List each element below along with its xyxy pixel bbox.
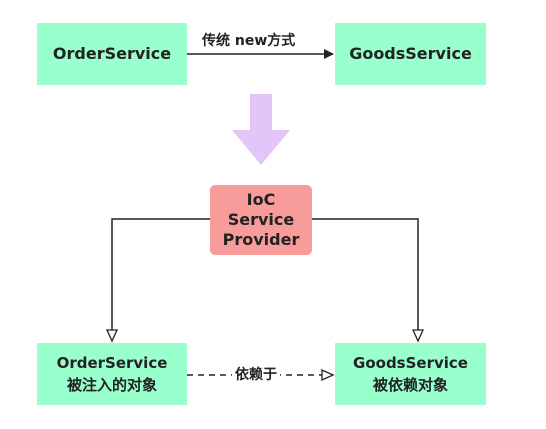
- ioc-line-1: IoC: [246, 190, 276, 209]
- goods-service-label: GoodsService: [349, 44, 472, 63]
- depends-on-label: 依赖于: [232, 366, 280, 384]
- container-to-goods-arrowhead: [411, 329, 425, 343]
- order-service-injected-box: OrderService 被注入的对象: [37, 343, 187, 405]
- container-to-order-line: [111, 218, 210, 332]
- order-service-box: OrderService: [37, 23, 187, 85]
- goods-service-dependency-title: GoodsService: [353, 354, 468, 372]
- container-to-order-arrowhead: [105, 329, 119, 343]
- goods-service-box: GoodsService: [335, 23, 486, 85]
- goods-service-dependency-box: GoodsService 被依赖对象: [335, 343, 486, 405]
- transform-down-arrow: [232, 94, 290, 165]
- ioc-line-3: Provider: [222, 230, 300, 249]
- goods-service-dependency-sub: 被依赖对象: [372, 376, 448, 394]
- container-to-goods-line: [312, 218, 419, 332]
- order-service-injected-sub: 被注入的对象: [66, 376, 157, 394]
- ioc-container-box: IoC Service Provider: [210, 185, 312, 255]
- new-arrow-label: 传统 new方式: [199, 32, 299, 50]
- ioc-line-2: Service: [227, 210, 295, 229]
- depends-on-arrowhead: [321, 368, 335, 382]
- order-service-label: OrderService: [52, 44, 172, 63]
- order-service-injected-title: OrderService: [56, 354, 168, 372]
